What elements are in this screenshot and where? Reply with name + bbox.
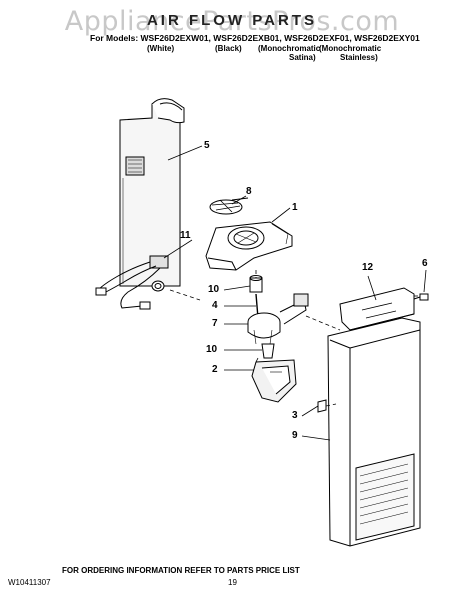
variant-satina: (Monochromatic xyxy=(258,44,321,53)
part-10-grommet-lower xyxy=(261,343,275,359)
callout-4: 4 xyxy=(212,300,218,311)
part-8-fan xyxy=(209,197,249,215)
part-2-mount-bracket xyxy=(251,359,297,403)
document-number: W10411307 xyxy=(8,578,51,587)
page-title: AIR FLOW PARTS xyxy=(146,12,318,29)
part-7-motor xyxy=(247,293,309,345)
callout-3: 3 xyxy=(292,410,298,421)
models-line: For Models: WSF26D2EXW01, WSF26D2EXB01, … xyxy=(90,33,420,43)
variant-black: (Black) xyxy=(215,44,242,53)
leader-lines xyxy=(163,145,427,441)
part-9-large-cover xyxy=(327,317,421,547)
part-6-screw xyxy=(413,293,429,301)
part-1-fan-housing xyxy=(205,221,293,271)
callout-2: 2 xyxy=(212,364,218,375)
variant-white: (White) xyxy=(147,44,175,53)
callout-6: 6 xyxy=(422,258,428,269)
callout-11: 11 xyxy=(180,230,191,241)
callout-10-upper: 10 xyxy=(208,284,220,295)
part-11-wire-harness xyxy=(95,255,169,310)
alignment-lines xyxy=(169,270,420,407)
part-5-air-duct xyxy=(119,98,185,287)
variant-stainless-line2: Stainless) xyxy=(340,53,378,62)
variant-stainless: (Monochromatic xyxy=(319,44,382,53)
callout-12: 12 xyxy=(362,262,374,273)
callout-10-lower: 10 xyxy=(206,344,218,355)
callout-1: 1 xyxy=(292,202,298,213)
callout-5: 5 xyxy=(204,140,210,151)
callout-7: 7 xyxy=(212,318,218,329)
part-3-clip xyxy=(317,399,327,413)
part-12-cover-panel xyxy=(339,287,415,331)
callout-9: 9 xyxy=(292,430,298,441)
callout-8: 8 xyxy=(246,186,252,197)
ordering-info: FOR ORDERING INFORMATION REFER TO PARTS … xyxy=(62,566,300,575)
part-10-bushing-upper xyxy=(249,275,263,293)
variant-satina-line2: Satina) xyxy=(289,53,316,62)
watermark: AppliancePartsPros.com xyxy=(64,6,400,37)
page-number: 19 xyxy=(228,578,237,587)
